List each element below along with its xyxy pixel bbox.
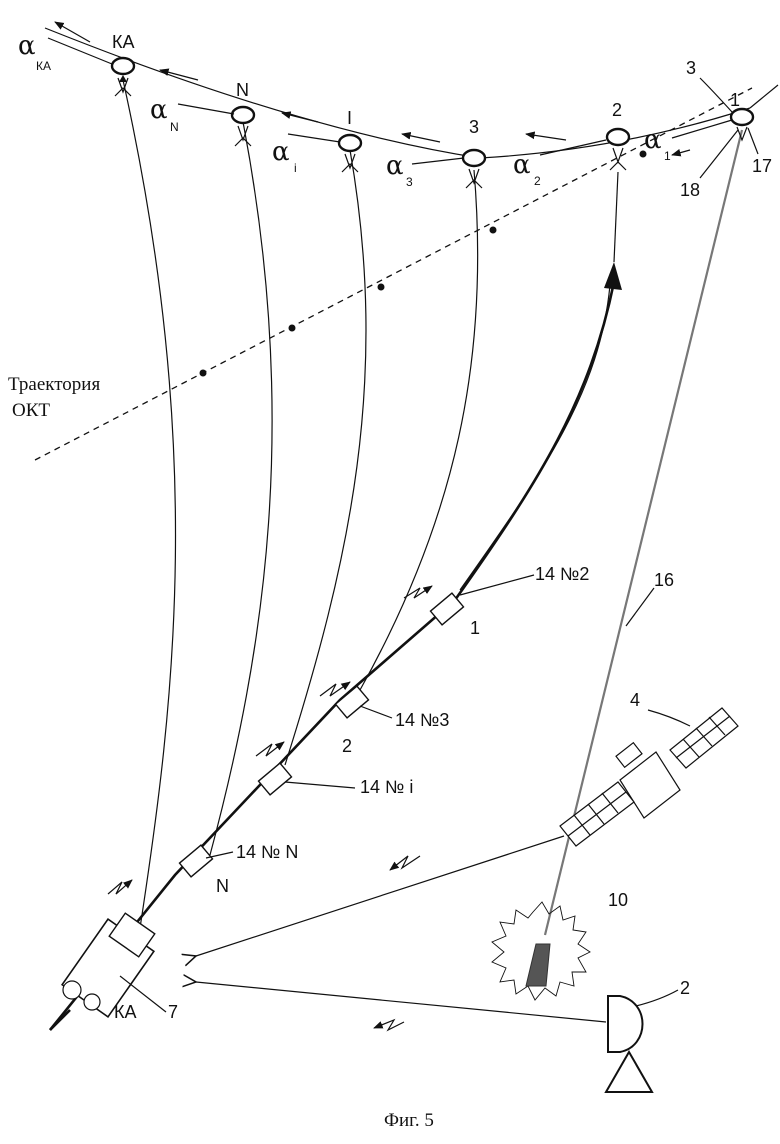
launch-vehicle bbox=[49, 912, 156, 1031]
ref-4: 4 bbox=[630, 690, 640, 710]
ref-7-leader bbox=[119, 975, 167, 1013]
alpha-i-leader bbox=[287, 133, 341, 143]
object-1 bbox=[729, 107, 755, 142]
stage-label-14-2-leader bbox=[459, 574, 535, 596]
okt-trajectory-points bbox=[199, 150, 647, 377]
svg-text:N: N bbox=[170, 120, 179, 134]
ground-antenna-2 bbox=[604, 995, 654, 1093]
svg-text:i: i bbox=[294, 161, 297, 175]
svg-text:3: 3 bbox=[406, 175, 413, 189]
satellite-4 bbox=[559, 707, 739, 847]
svg-text:α: α bbox=[18, 31, 36, 61]
svg-text:α: α bbox=[386, 151, 404, 181]
ref-17-leader bbox=[747, 127, 759, 155]
stage-14-2 bbox=[429, 592, 465, 626]
stage-label-14-i-leader bbox=[284, 781, 356, 789]
svg-text:КА: КА bbox=[36, 59, 51, 73]
ref-10: 10 bbox=[608, 890, 628, 910]
object-label-3: 3 bbox=[469, 117, 479, 137]
alpha-1: α 1 bbox=[644, 125, 671, 163]
ref-3-leader bbox=[699, 77, 733, 113]
stage-14-i bbox=[257, 762, 293, 796]
stage-label-14-3-leader bbox=[359, 705, 393, 719]
stage-14-n bbox=[178, 844, 214, 878]
object-2 bbox=[605, 127, 631, 171]
object-label-2: 2 bbox=[612, 100, 622, 120]
link-satellite-to-ka bbox=[196, 835, 565, 956]
guidance-lines bbox=[122, 79, 479, 929]
launch-vehicle-label: КА bbox=[114, 1002, 137, 1022]
object-label-ka: КА bbox=[112, 32, 135, 52]
trajectory-label-line1: Траектория bbox=[8, 374, 100, 395]
ref-16-leader bbox=[625, 587, 655, 627]
ref-2-leader bbox=[635, 989, 679, 1007]
main-launch-trajectory bbox=[48, 281, 616, 1031]
trajectory-to-object-2 bbox=[613, 171, 619, 263]
trajectory-arrowhead bbox=[604, 262, 622, 290]
link-antenna-to-ka bbox=[196, 982, 607, 1023]
svg-text:α: α bbox=[150, 95, 168, 125]
svg-text:α: α bbox=[644, 125, 662, 155]
orbit-line-tail bbox=[749, 84, 779, 109]
ref-4-leader bbox=[647, 709, 691, 727]
alpha-ka-leader bbox=[47, 37, 113, 65]
stage-index-2: 2 bbox=[342, 736, 352, 756]
alpha-2-leader bbox=[539, 139, 607, 156]
svg-text:1: 1 bbox=[664, 149, 671, 163]
ref-3: 3 bbox=[686, 58, 696, 78]
line-16 bbox=[543, 129, 744, 936]
svg-text:2: 2 bbox=[534, 174, 541, 188]
alpha-n: α N bbox=[150, 95, 179, 134]
stage-label-14-3: 14 №3 bbox=[395, 710, 449, 730]
ref-17: 17 bbox=[752, 156, 772, 176]
stage-label-14-i: 14 № i bbox=[360, 777, 413, 797]
alpha-ka: α КА bbox=[18, 31, 51, 73]
object-label-1: 1 bbox=[730, 90, 740, 110]
stage-14-3 bbox=[334, 685, 370, 719]
orbit-direction-arrows bbox=[54, 21, 691, 157]
object-label-i: I bbox=[347, 108, 352, 128]
orbit-line bbox=[44, 27, 751, 159]
ref-18-leader bbox=[699, 129, 739, 179]
object-ka bbox=[110, 56, 136, 97]
stage-index-n: N bbox=[216, 876, 229, 896]
stage-label-14-n: 14 № N bbox=[236, 842, 298, 862]
object-i bbox=[337, 133, 363, 173]
alpha-i: α i bbox=[272, 137, 297, 175]
ref-18: 18 bbox=[680, 180, 700, 200]
ref-16: 16 bbox=[654, 570, 674, 590]
ref-7: 7 bbox=[168, 1002, 178, 1022]
svg-text:α: α bbox=[272, 137, 290, 167]
alpha-2: α 2 bbox=[513, 150, 541, 188]
ref-2: 2 bbox=[680, 978, 690, 998]
stage-label-14-2: 14 №2 bbox=[535, 564, 589, 584]
alpha-1-leader bbox=[671, 119, 733, 139]
object-label-n: N bbox=[236, 80, 249, 100]
alpha-3-leader bbox=[411, 157, 465, 165]
main-launch-trajectory-inner bbox=[459, 284, 611, 591]
burst-emitter bbox=[491, 901, 591, 1001]
okt-trajectory bbox=[34, 87, 753, 461]
figure-caption: Фиг. 5 bbox=[384, 1110, 434, 1131]
object-3 bbox=[461, 148, 487, 189]
alpha-n-leader bbox=[177, 103, 235, 115]
stage-index-1: 1 bbox=[470, 618, 480, 638]
object-n bbox=[230, 105, 256, 147]
svg-text:α: α bbox=[513, 150, 531, 180]
alpha-3: α 3 bbox=[386, 151, 413, 189]
trajectory-label-line2: ОКТ bbox=[12, 400, 50, 421]
radio-signal-icons bbox=[107, 585, 433, 1032]
stage-label-14-n-leader bbox=[205, 851, 234, 859]
